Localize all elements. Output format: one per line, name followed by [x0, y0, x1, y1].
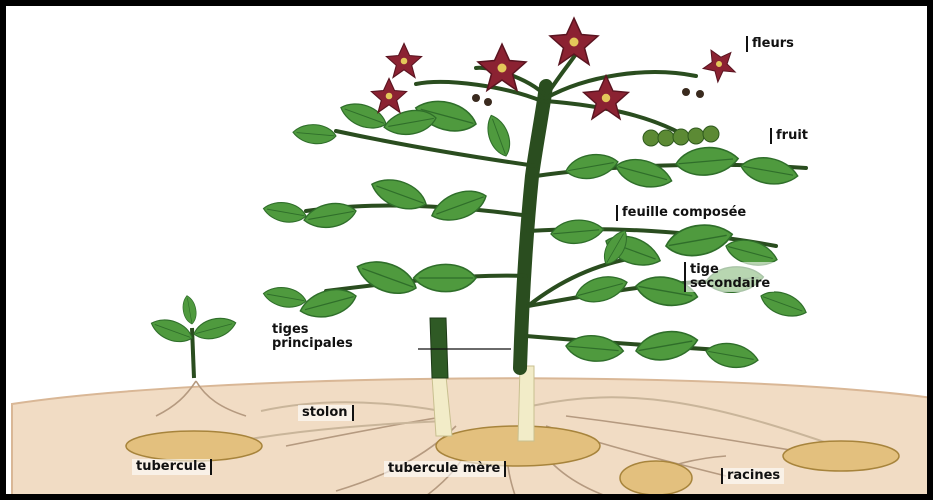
label-fruit-text: fruit [776, 128, 808, 143]
label-tubercule-mere-text: tubercule mère [388, 461, 500, 476]
tuber-right [783, 441, 899, 471]
label-fleurs: fleurs [746, 36, 798, 52]
label-feuille-composee: feuille composée [616, 205, 750, 221]
label-stolon: stolon [298, 405, 354, 421]
fruits [643, 126, 719, 146]
label-racines-text: racines [727, 468, 780, 483]
label-racines: racines [721, 468, 784, 484]
main-stem [520, 86, 546, 368]
label-tige-secondaire-line2: secondaire [690, 277, 770, 291]
label-tubercule-text: tubercule [136, 459, 206, 474]
label-fruit: fruit [770, 128, 812, 144]
small-shoot [148, 295, 238, 378]
label-tiges-principales-line2: principales [272, 337, 353, 351]
label-tiges-principales: tiges principales [268, 322, 357, 352]
potato-plant-diagram [6, 6, 933, 500]
short-main-stem [430, 318, 448, 378]
tuber-left [126, 431, 262, 461]
label-tubercule: tubercule [132, 459, 212, 475]
label-tubercule-mere: tubercule mère [384, 461, 506, 477]
label-tiges-principales-line1: tiges [272, 323, 353, 337]
underground-stem-main [518, 366, 534, 441]
label-feuille-composee-text: feuille composée [622, 205, 746, 220]
label-fleurs-text: fleurs [752, 36, 794, 51]
label-tige-secondaire: tige secondaire [684, 262, 774, 292]
label-tige-secondaire-line1: tige [690, 263, 770, 277]
label-stolon-text: stolon [302, 405, 348, 420]
tuber-bottom [620, 461, 692, 495]
